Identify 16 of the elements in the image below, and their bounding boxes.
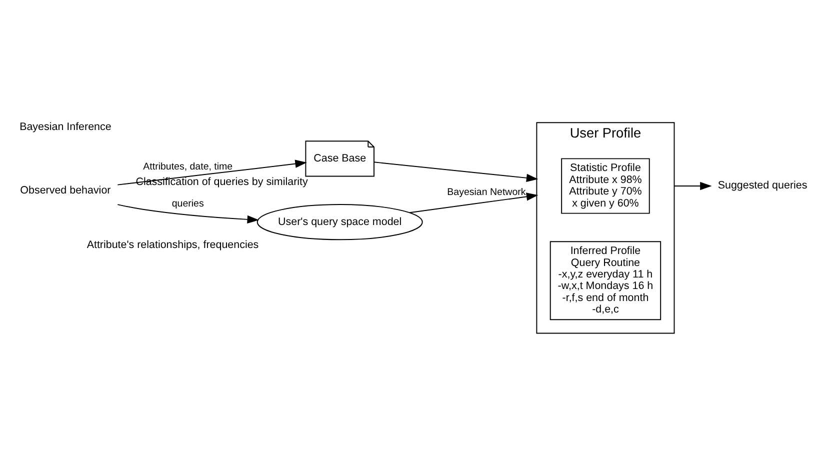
- arrow: [674, 181, 712, 190]
- node-label: Attribute's relationships, frequencies: [86, 238, 259, 251]
- edge-label: Attributes, date, time: [143, 160, 233, 172]
- node-text: Observed behavior: [20, 184, 111, 196]
- node-text: Suggested queries: [718, 179, 808, 192]
- edge-label: Bayesian Network: [447, 186, 526, 198]
- arrow: [409, 192, 538, 213]
- arrow: [117, 204, 259, 224]
- node-box: Statistic Profile Attribute x 98% Attribute y 70% x given y 60%: [561, 158, 650, 214]
- node-ellipse: User's query space model: [256, 204, 423, 240]
- arrow: [117, 159, 307, 185]
- node-label: Classification of queries by similarity: [136, 175, 308, 188]
- arrow: [374, 161, 538, 182]
- label: Bayesian Inference: [20, 120, 112, 133]
- edge-label: queries: [172, 198, 204, 209]
- node-box: Inferred Profile Query Routine -x,y,z everyday 11 h -w,x,t Mondays 16 h -r,f,s end of month -d,e,c: [550, 240, 662, 320]
